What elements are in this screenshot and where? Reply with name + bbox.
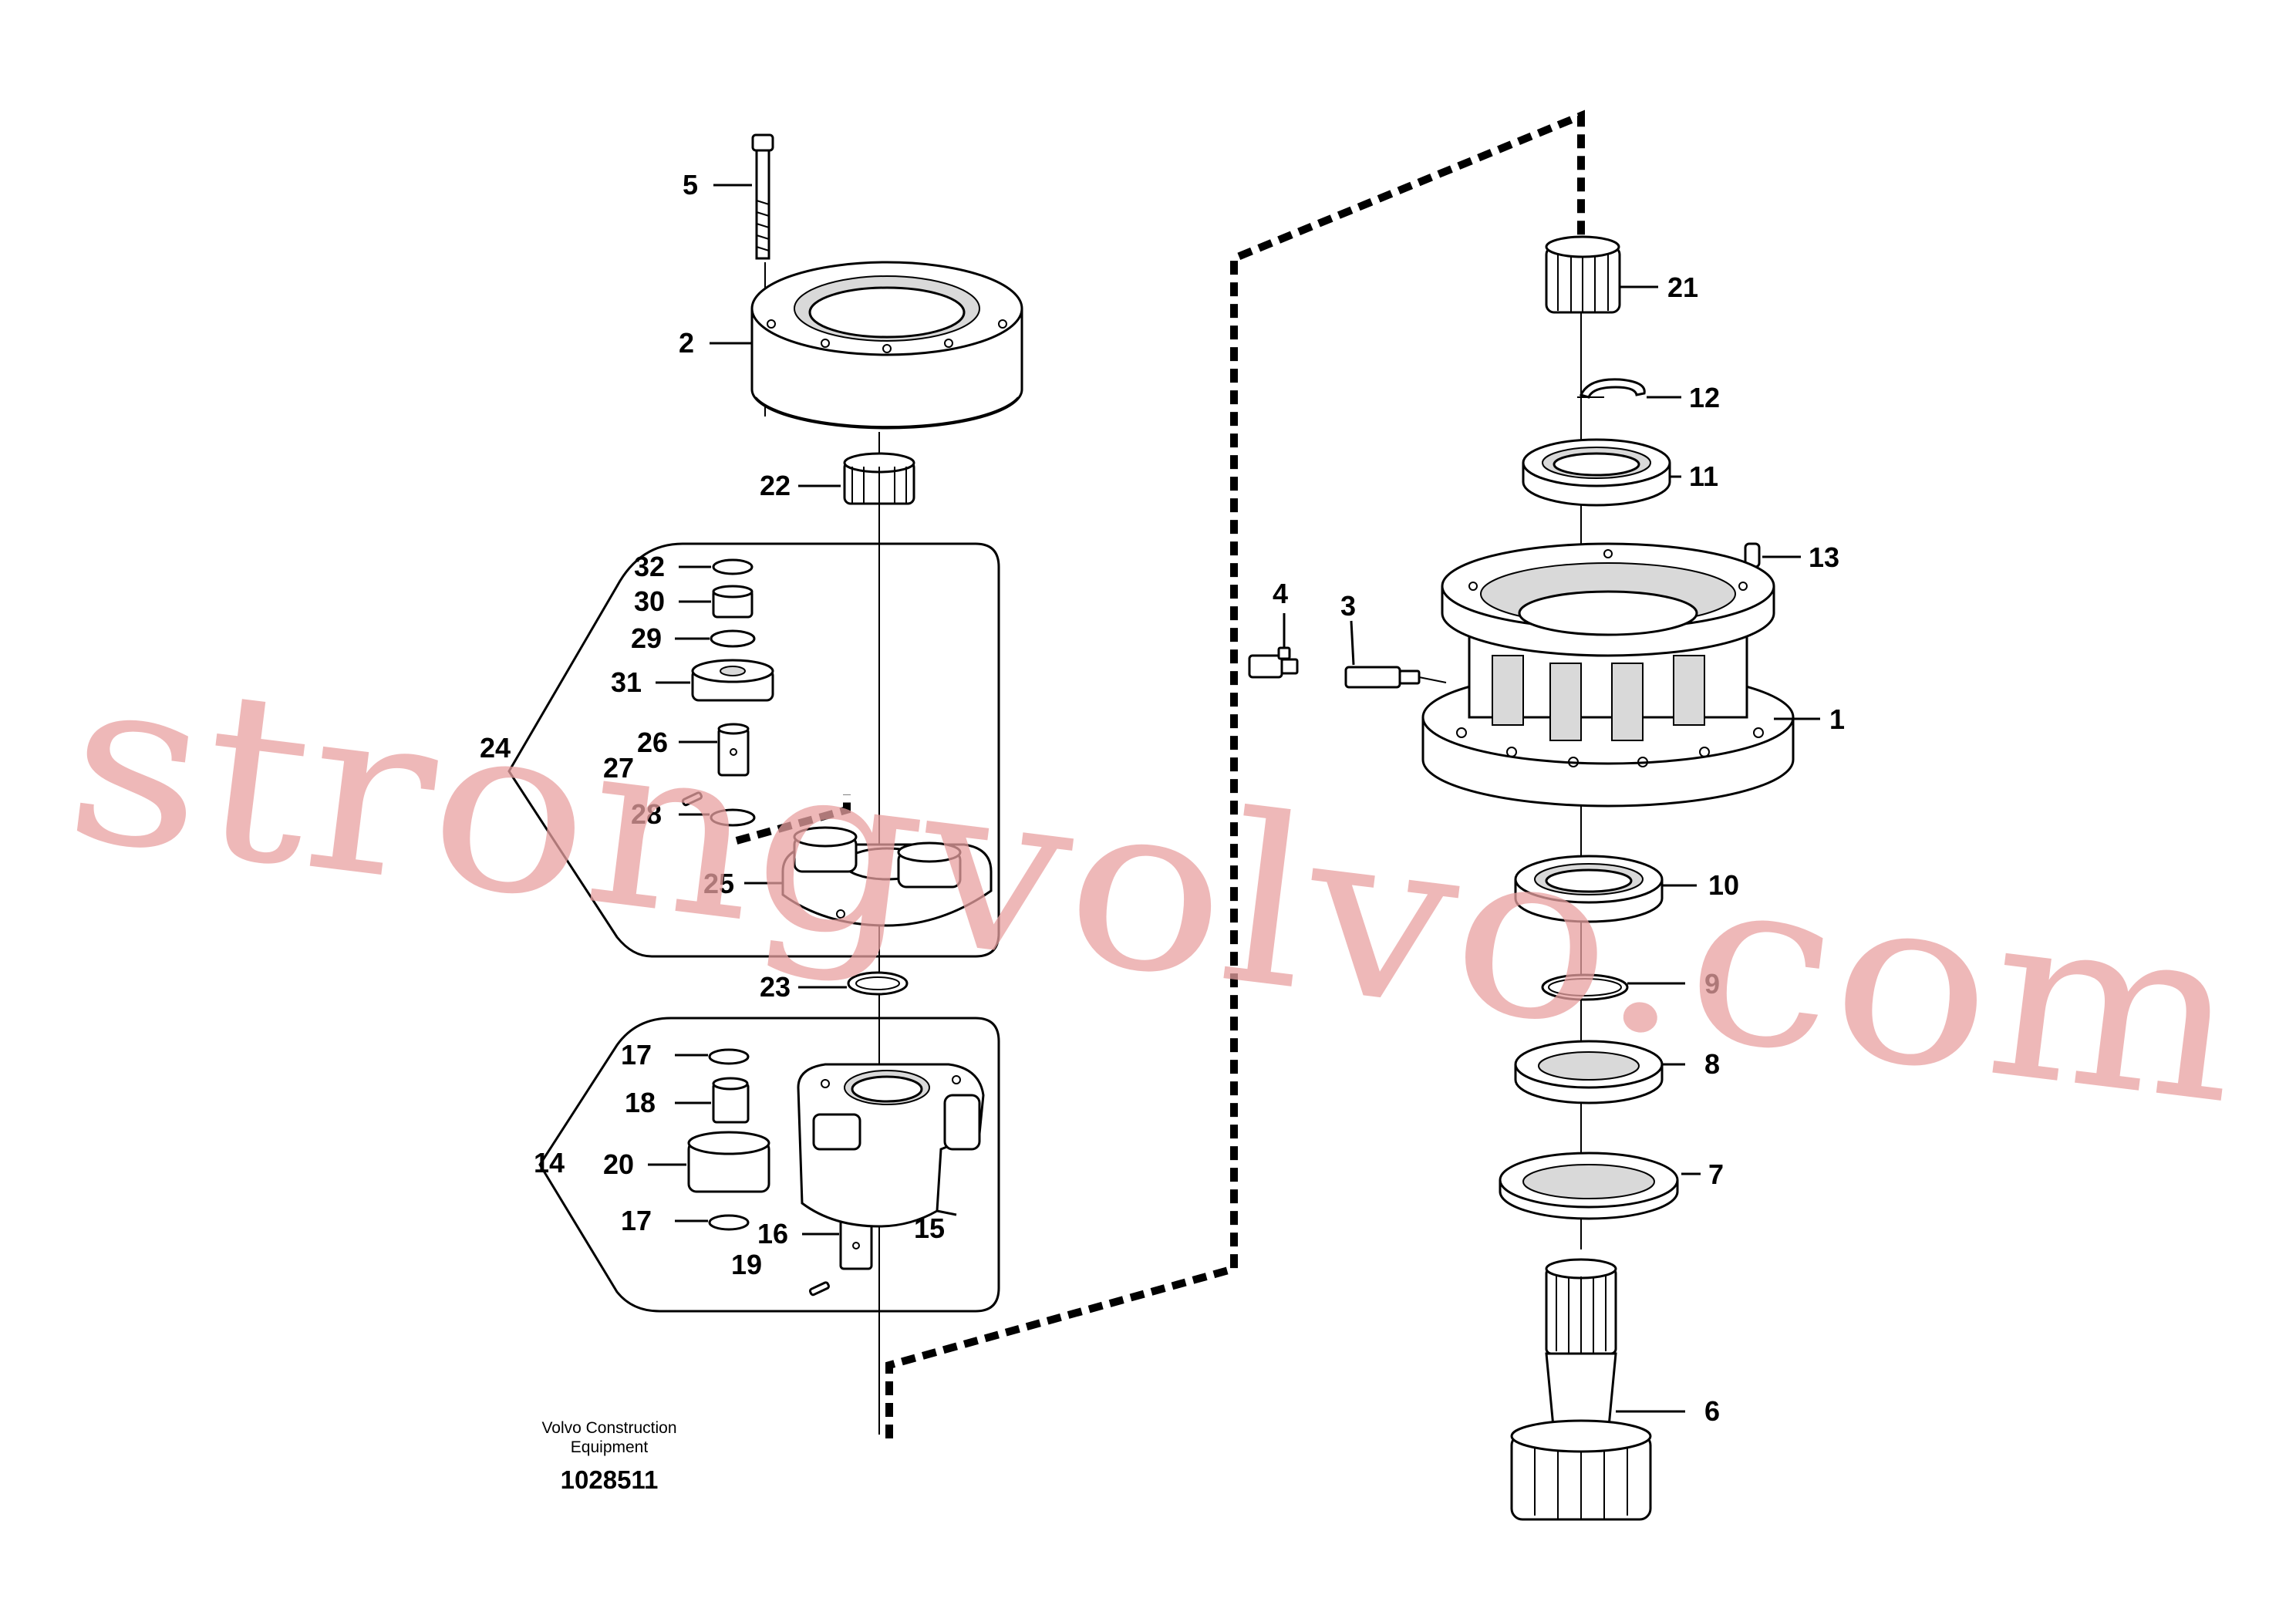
label-part-16: 16 [757, 1218, 788, 1249]
subassembly-frame-14 [538, 1017, 1000, 1313]
label-part-11: 11 [1689, 460, 1718, 492]
sensor-plug-part-4 [1248, 646, 1299, 679]
pinion-shaft-part-6 [1510, 1258, 1652, 1521]
washer-part-17-bottom [708, 1214, 750, 1231]
planet-carrier-part-15 [797, 1063, 985, 1228]
small-gear-part-22 [843, 452, 915, 505]
label-part-20: 20 [603, 1148, 634, 1180]
planet-carrier-part-25 [781, 826, 993, 927]
bolt-part-5 [751, 133, 774, 260]
label-part-28: 28 [631, 798, 662, 830]
bushing-part-18 [712, 1077, 750, 1124]
sensor-part-3 [1344, 666, 1447, 689]
washer-part-28 [710, 808, 756, 827]
planet-gear-part-31 [691, 659, 774, 702]
label-part-30: 30 [634, 585, 665, 617]
label-part-17-bottom: 17 [621, 1205, 652, 1236]
washer-part-17-top [708, 1048, 750, 1065]
washer-part-29 [710, 629, 756, 648]
label-part-3: 3 [1340, 590, 1356, 622]
label-part-6: 6 [1704, 1395, 1720, 1427]
label-part-17-top: 17 [621, 1039, 652, 1071]
housing-part-1 [1421, 542, 1795, 808]
label-part-9: 9 [1704, 968, 1720, 1000]
label-part-32: 32 [634, 551, 665, 582]
label-part-31: 31 [611, 666, 642, 698]
bearing-part-10 [1514, 855, 1664, 923]
label-part-8: 8 [1704, 1048, 1720, 1080]
label-part-27: 27 [603, 752, 634, 784]
caption-company-line1: Volvo Construction [541, 1419, 676, 1437]
leader-lines [648, 184, 1820, 1413]
snap-ring-part-12 [1579, 378, 1646, 399]
watermark: strongvolvo.com [55, 622, 2254, 1155]
label-part-21: 21 [1667, 271, 1698, 303]
label-part-26: 26 [637, 727, 668, 758]
roll-pin-part-19 [808, 1281, 830, 1297]
caption-drawing-number: 1028511 [561, 1465, 659, 1494]
pin-part-26 [717, 723, 750, 777]
label-part-10: 10 [1708, 869, 1739, 901]
label-part-29: 29 [631, 622, 662, 654]
label-part-13: 13 [1809, 541, 1839, 573]
label-part-7: 7 [1708, 1158, 1724, 1190]
dashed-assembly-path-sun [735, 794, 851, 845]
caption-company-line2: Equipment [571, 1438, 649, 1456]
label-part-18: 18 [625, 1087, 656, 1118]
seal-ring-part-7 [1499, 1152, 1679, 1220]
ring-gear-part-2 [750, 261, 1023, 430]
label-part-4: 4 [1273, 578, 1288, 609]
drawing-caption: Volvo Construction Equipment 1028511 [541, 1419, 676, 1494]
label-part-25: 25 [703, 868, 734, 899]
gear-part-21 [1545, 235, 1621, 314]
dashed-assembly-path [885, 110, 1585, 1438]
label-part-24: 24 [480, 732, 511, 764]
roll-pin-part-27 [681, 791, 703, 807]
part-labels: 1 2 3 4 5 6 7 8 9 10 11 12 13 14 15 16 1… [480, 169, 1845, 1427]
gear-part-30 [712, 585, 754, 619]
seal-part-8 [1514, 1040, 1664, 1104]
label-part-5: 5 [683, 169, 698, 201]
label-part-23: 23 [760, 971, 791, 1003]
planet-gear-part-20 [687, 1131, 770, 1193]
label-part-22: 22 [760, 470, 791, 501]
label-part-15: 15 [914, 1212, 945, 1244]
bearing-part-11 [1522, 438, 1671, 507]
label-part-2: 2 [679, 327, 694, 359]
ring-part-23 [847, 971, 909, 996]
label-part-14: 14 [534, 1147, 565, 1179]
subassembly-frame-24 [507, 542, 1000, 958]
label-part-12: 12 [1689, 382, 1720, 413]
label-part-1: 1 [1829, 703, 1845, 735]
washer-part-32 [712, 558, 754, 575]
label-part-19: 19 [731, 1249, 762, 1280]
